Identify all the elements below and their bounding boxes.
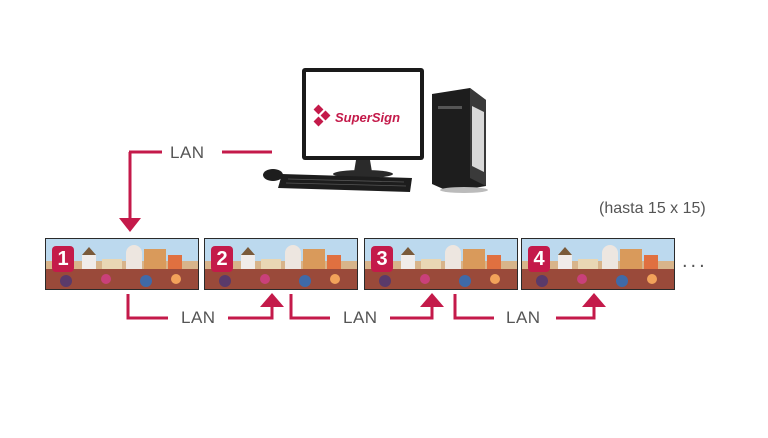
panel-number-badge: 2 — [211, 246, 233, 272]
supersign-logo-text: SuperSign — [335, 110, 401, 125]
computer-monitor-icon — [302, 68, 424, 178]
arrow-up-icon — [260, 293, 284, 307]
panel-number-badge: 4 — [528, 246, 550, 272]
santorini-scene-image — [522, 239, 674, 289]
keyboard-icon — [278, 174, 412, 192]
santorini-scene-image — [205, 239, 357, 289]
display-panel-3: 3 — [364, 238, 518, 290]
computer-setup: SuperSign — [262, 68, 502, 198]
arrow-up-icon — [420, 293, 444, 307]
display-panel-4: 4 — [521, 238, 675, 290]
panel-number-badge: 3 — [371, 246, 393, 272]
santorini-scene-image — [365, 239, 517, 289]
arrow-up-icon — [582, 293, 606, 307]
lan-label-pc: LAN — [170, 143, 205, 162]
capacity-note: (hasta 15 x 15) — [599, 200, 706, 217]
display-panel-2: 2 — [204, 238, 358, 290]
panel-number-badge: 1 — [52, 246, 74, 272]
lan-label-1-2: LAN — [181, 308, 216, 327]
arrow-down-icon — [119, 218, 141, 232]
lan-label-2-3: LAN — [343, 308, 378, 327]
more-panels-ellipsis: ... — [682, 250, 708, 272]
lan-label-3-4: LAN — [506, 308, 541, 327]
display-panel-1: 1 — [45, 238, 199, 290]
pc-tower-icon — [432, 88, 488, 193]
mouse-icon — [263, 169, 283, 181]
